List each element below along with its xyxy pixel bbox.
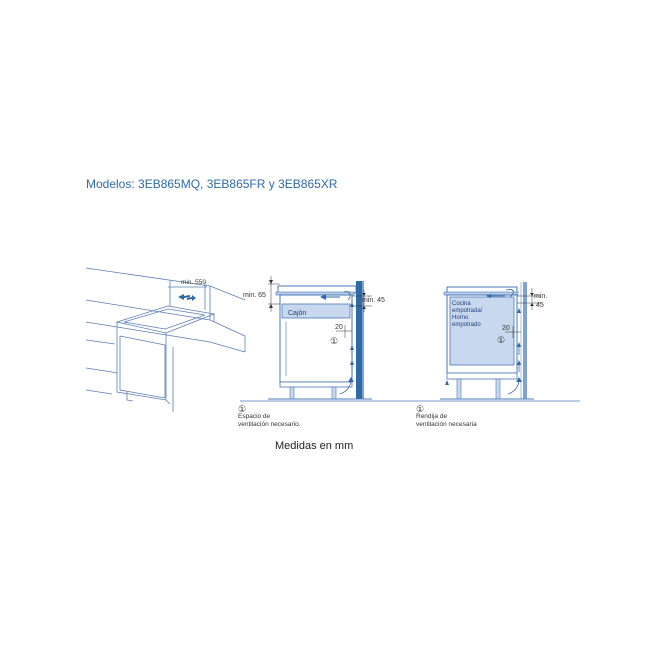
oven-case: [440, 282, 540, 400]
drawer-case-note-marker: ①: [238, 404, 247, 414]
oven-case-dim-20: 20: [502, 325, 510, 332]
drawer-case-dim-min-65: min. 65: [243, 292, 266, 299]
oven-label-line-4: empotrado: [452, 322, 481, 328]
oven-case-note-line-1: Rendija de: [416, 413, 448, 420]
drawer-case-note-line-2: ventilación necesario.: [238, 421, 301, 428]
oven-case-vent-marker: ①: [497, 335, 505, 345]
oven-label-line-3: Horno: [452, 315, 469, 321]
oven-label-line-1: Cocina: [452, 301, 471, 307]
perspective-view: [85, 267, 246, 412]
drawer-case-note: ① Espacio de ventilación necesario.: [238, 405, 301, 429]
oven-case-dim-45: 45: [536, 302, 544, 309]
oven-case-note: ① Rendija de ventilación necesaria: [416, 405, 477, 429]
drawer-case-note-line-1: Espacio de: [238, 413, 271, 420]
oven-case-note-marker: ①: [416, 404, 425, 414]
oven-case-note-line-2: ventilación necesaria: [416, 421, 477, 428]
oven-case-dim-min: min.: [534, 293, 547, 300]
drawer-case-dim-min-45: min. 45: [362, 297, 385, 304]
models-title: Modelos: 3EB865MQ, 3EB865FR y 3EB865XR: [86, 177, 338, 191]
drawer-label: Cajón: [288, 310, 306, 317]
perspective-arrows: [178, 294, 196, 301]
units-caption: Medidas en mm: [275, 440, 354, 452]
drawer-case: [268, 276, 372, 400]
drawer-case-dim-20: 20: [335, 324, 343, 331]
dim-min-550: min. 550: [181, 279, 206, 286]
oven-label-line-2: empotrada/: [452, 308, 483, 314]
drawer-case-vent-marker: ①: [330, 336, 338, 346]
